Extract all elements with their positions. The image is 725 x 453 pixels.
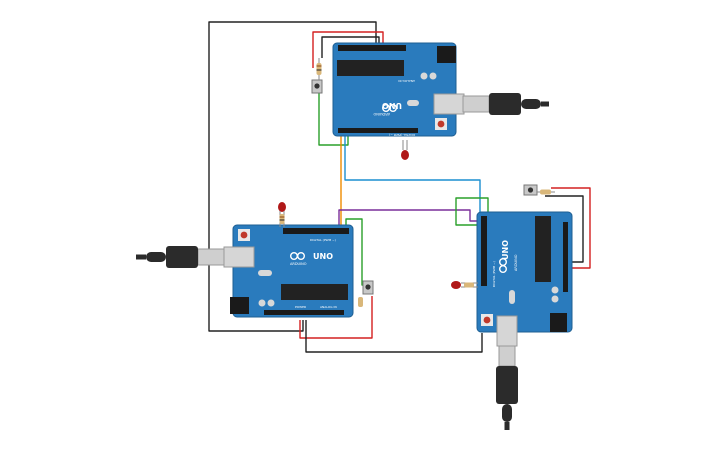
- button-left-resistor: [358, 297, 363, 307]
- wire-green-top[interactable]: [318, 92, 349, 146]
- button-right-resistor: [540, 189, 551, 195]
- board-left-chip: [281, 284, 348, 300]
- wire-black-top-to-left[interactable]: [208, 21, 377, 332]
- board-top-reset-button-cap[interactable]: [437, 120, 445, 128]
- usb-cable-right-plug: [496, 366, 518, 404]
- usb-cable-top[interactable]: [462, 93, 549, 115]
- board-top-capacitor-2: [429, 72, 437, 80]
- board-left-capacitor-2: [267, 299, 275, 307]
- board-right-reset-button-cap[interactable]: [483, 316, 491, 324]
- resistor-left-body: [279, 214, 285, 224]
- wire-green-right[interactable]: [455, 197, 489, 226]
- wire-red-top[interactable]: [312, 31, 384, 68]
- led-right-bulb[interactable]: [451, 281, 461, 289]
- usb-cable-top-boot: [521, 99, 541, 109]
- usb-cable-left-connector: [197, 248, 225, 266]
- board-left-silk-digital: DIGITAL (PWM ~): [310, 238, 336, 242]
- board-top-digital-header[interactable]: [338, 45, 406, 51]
- board-right[interactable]: UNO ARDUINO DIGITAL (PWM ~): [476, 211, 573, 347]
- wire-black-right[interactable]: [545, 195, 584, 263]
- board-left-power-jack[interactable]: [230, 297, 249, 314]
- board-top-silk-digital: DIGITAL (PWM ~): [389, 133, 415, 137]
- board-top-usb-port[interactable]: [433, 93, 465, 115]
- button-right-cap[interactable]: [527, 187, 534, 193]
- button-left[interactable]: [358, 280, 374, 307]
- board-left-analog-header[interactable]: [264, 310, 344, 315]
- board-left-digital-header[interactable]: [283, 228, 349, 234]
- board-top-analog-header[interactable]: [338, 128, 418, 133]
- button-top-cap[interactable]: [314, 83, 320, 89]
- usb-cable-left-plug: [166, 246, 198, 268]
- resistor-top-body: [316, 63, 322, 75]
- board-left[interactable]: UNO ARDUINO DIGITAL (PWM ~) ANALOG IN PO…: [223, 224, 354, 318]
- board-top[interactable]: UNO ARDUINO DIGITAL (PWM ~) ANALOG IN: [332, 42, 465, 137]
- board-right-analog-header[interactable]: [563, 222, 568, 292]
- board-left-reset-button-cap[interactable]: [240, 231, 248, 239]
- wire-black-top-local[interactable]: [321, 36, 380, 58]
- wire-red-left[interactable]: [299, 296, 373, 339]
- board-left-usb-port[interactable]: [223, 246, 255, 268]
- resistor-top: [316, 58, 322, 80]
- board-left-crystal: [258, 270, 272, 276]
- wire-blue-top-to-right[interactable]: [344, 134, 481, 212]
- board-right-usb-port[interactable]: [496, 315, 518, 347]
- board-right-logo-group: UNO ARDUINO DIGITAL (PWM ~): [492, 240, 518, 287]
- arduino-infinity-icon: [382, 103, 398, 112]
- usb-cable-right[interactable]: [496, 345, 518, 430]
- board-left-brand-text: ARDUINO: [290, 262, 307, 266]
- board-right-logo-text: UNO: [501, 240, 510, 260]
- board-top-silk-analog: ANALOG IN: [398, 79, 415, 83]
- button-right[interactable]: [523, 184, 555, 196]
- board-right-digital-header[interactable]: [481, 216, 487, 286]
- wires: [208, 21, 591, 353]
- usb-cable-top-connector: [462, 95, 490, 113]
- button-top[interactable]: [311, 79, 323, 94]
- led-top-bulb[interactable]: [401, 150, 409, 160]
- board-top-capacitor-1: [420, 72, 428, 80]
- usb-cable-right-boot: [502, 404, 512, 422]
- board-left-silk-power: POWER: [295, 305, 306, 309]
- board-right-power-jack[interactable]: [550, 313, 567, 332]
- usb-cable-top-plug: [489, 93, 521, 115]
- wire-purple-left-to-right[interactable]: [338, 209, 478, 230]
- arduino-infinity-icon: [499, 258, 508, 274]
- usb-cable-left-boot: [146, 252, 166, 262]
- board-top-crystal: [407, 100, 419, 106]
- board-right-silk-digital: DIGITAL (PWM ~): [492, 261, 496, 287]
- resistor-left: [279, 214, 285, 224]
- button-left-cap[interactable]: [365, 284, 371, 290]
- led-right[interactable]: [451, 281, 478, 289]
- led-top[interactable]: [401, 140, 409, 160]
- led-left-bulb[interactable]: [278, 202, 286, 212]
- board-right-chip: [535, 216, 551, 282]
- wire-black-left-to-right[interactable]: [305, 320, 483, 353]
- board-top-brand-text: ARDUINO: [373, 112, 390, 116]
- usb-cable-right-connector: [498, 345, 516, 367]
- board-top-power-jack[interactable]: [437, 46, 456, 63]
- board-right-brand-text: ARDUINO: [514, 254, 518, 271]
- board-right-capacitor-2: [551, 295, 559, 303]
- arduino-infinity-icon: [290, 251, 306, 260]
- board-right-crystal: [509, 290, 515, 304]
- usb-cable-left[interactable]: [136, 246, 225, 268]
- board-left-capacitor-1: [258, 299, 266, 307]
- board-right-capacitor-1: [551, 286, 559, 294]
- board-top-chip: [337, 60, 404, 76]
- wire-red-right[interactable]: [551, 187, 591, 269]
- led-right-resistor: [464, 282, 474, 288]
- board-left-logo-text: UNO: [313, 252, 333, 261]
- board-left-silk-analog: ANALOG IN: [320, 305, 337, 309]
